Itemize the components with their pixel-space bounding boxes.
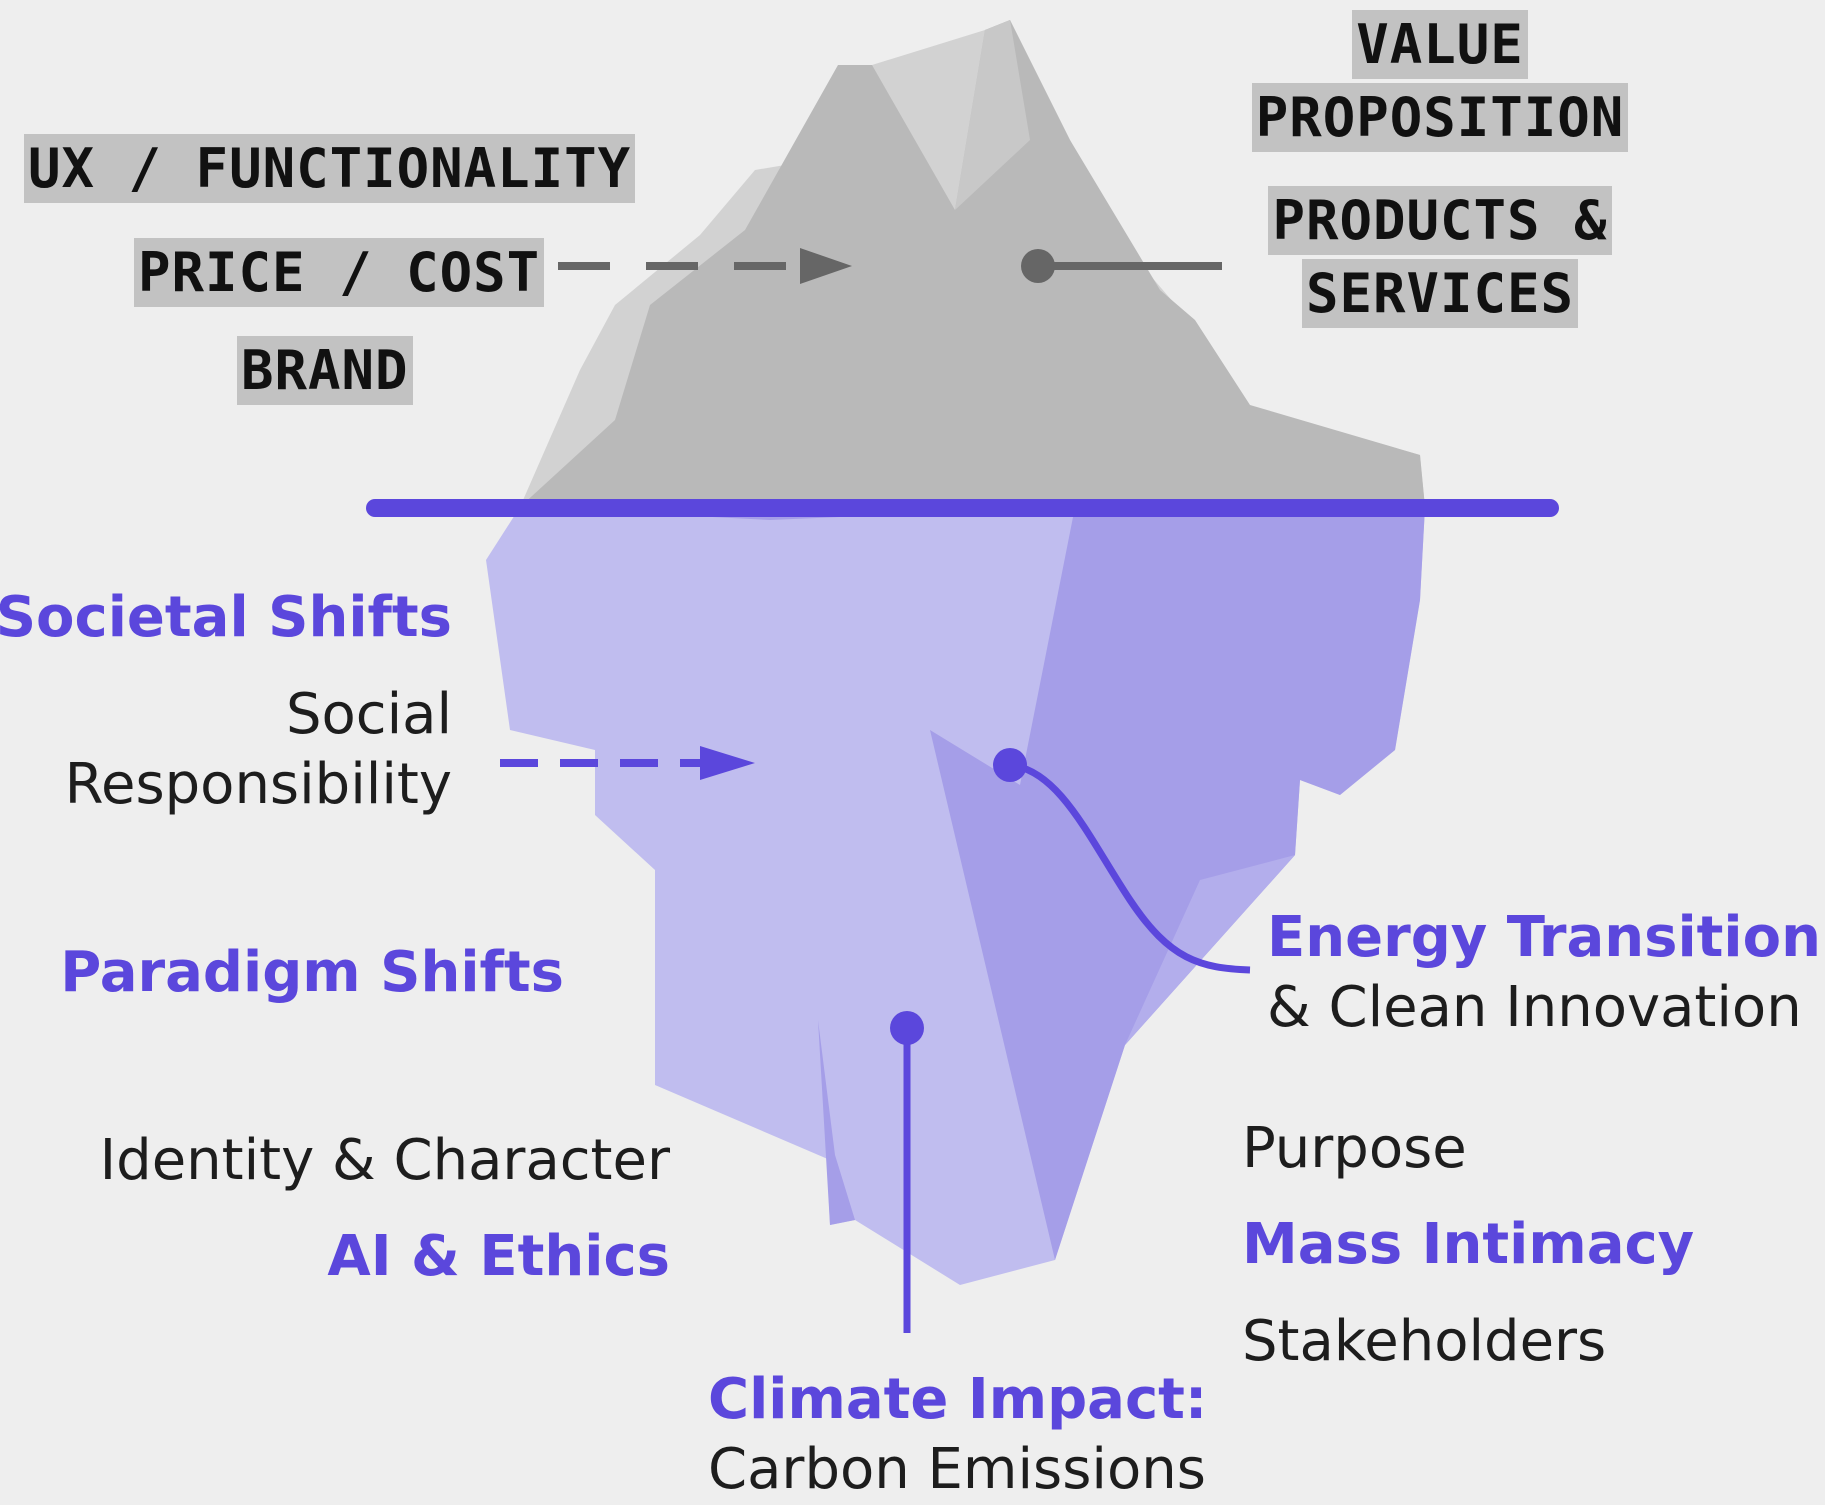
value-label: VALUE	[1352, 10, 1528, 79]
responsibility-line: Responsibility	[64, 752, 452, 817]
iceberg-base-dark	[520, 507, 1425, 1260]
energy-transition-line: Energy Transition	[1267, 905, 1821, 970]
stakeholders-label: Stakeholders	[1242, 1309, 1607, 1374]
iceberg-below-water	[486, 507, 1425, 1285]
social-responsibility-label: Social Responsibility	[65, 680, 452, 820]
carbon-emissions-line: Carbon Emissions	[708, 1437, 1206, 1502]
energy-dot-connector-icon	[993, 748, 1251, 974]
products-services-tag: PRODUCTS & SERVICES	[1240, 186, 1640, 332]
climate-impact-label: Climate Impact: Carbon Emissions	[708, 1365, 1207, 1505]
products-label: PRODUCTS &	[1268, 186, 1612, 255]
iceberg-base-edge	[1125, 855, 1295, 1045]
iceberg-above-water	[520, 20, 1425, 507]
social-dashed-arrow-icon	[500, 746, 755, 780]
products-dot-connector-icon	[1021, 249, 1222, 283]
brand-label: BRAND	[237, 336, 413, 405]
price-dashed-arrow-icon	[558, 248, 852, 284]
climate-impact-line: Climate Impact:	[708, 1367, 1208, 1432]
energy-transition-label: Energy Transition & Clean Innovation	[1267, 903, 1821, 1043]
societal-shifts-label: Societal Shifts	[0, 585, 452, 650]
ux-functionality-tag: UX / FUNCTIONALITY	[24, 134, 636, 203]
brand-tag: BRAND	[237, 336, 413, 405]
services-label: SERVICES	[1301, 259, 1579, 328]
iceberg-tip-facet	[955, 20, 1030, 210]
price-cost-label: PRICE / COST	[134, 238, 545, 307]
price-cost-tag: PRICE / COST	[134, 238, 545, 307]
iceberg-tip-main	[520, 20, 1425, 507]
proposition-label: PROPOSITION	[1251, 83, 1629, 152]
value-proposition-tag: VALUE PROPOSITION	[1240, 10, 1640, 156]
purpose-label: Purpose	[1242, 1116, 1467, 1181]
iceberg-base-facet	[818, 1020, 855, 1225]
ux-functionality-label: UX / FUNCTIONALITY	[24, 134, 636, 203]
mass-intimacy-label: Mass Intimacy	[1242, 1212, 1695, 1277]
clean-innovation-line: & Clean Innovation	[1267, 975, 1802, 1040]
paradigm-shifts-label: Paradigm Shifts	[60, 940, 564, 1005]
climate-dot-connector-icon	[890, 1011, 924, 1333]
ai-ethics-label: AI & Ethics	[327, 1224, 670, 1289]
social-line: Social	[285, 682, 452, 747]
identity-character-label: Identity & Character	[99, 1128, 670, 1193]
